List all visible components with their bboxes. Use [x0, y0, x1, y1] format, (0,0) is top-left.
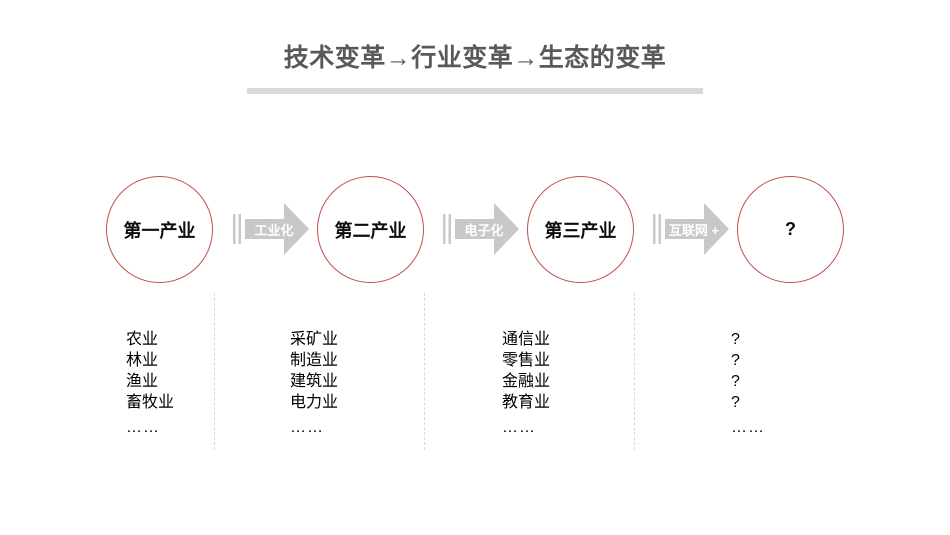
industry-list-primary: 农业 林业 渔业 畜牧业 …… — [126, 329, 174, 438]
industry-item-ellipsis: …… — [126, 419, 160, 436]
slide-title: 技术变革→行业变革→生态的变革 — [283, 44, 667, 72]
industry-item: ? — [731, 373, 740, 390]
column-divider — [214, 293, 215, 450]
industry-item: 制造业 — [290, 352, 339, 369]
block-arrow-icon — [653, 203, 729, 255]
stage-circle-unknown: ? — [737, 176, 844, 283]
industry-item: 电力业 — [290, 394, 339, 411]
stage-circle-primary-industry: 第一产业 — [106, 176, 213, 283]
industry-item: 通信业 — [502, 331, 551, 348]
industry-item: 零售业 — [502, 352, 551, 369]
stage-label: ? — [785, 219, 796, 239]
industry-item: 渔业 — [126, 373, 159, 390]
stage-circle-secondary-industry: 第二产业 — [317, 176, 424, 283]
industry-item-ellipsis: …… — [502, 419, 536, 436]
industry-item: 建筑业 — [290, 373, 339, 390]
industry-list-secondary: 采矿业 制造业 建筑业 电力业 …… — [290, 329, 338, 438]
title-underline-bar — [247, 88, 703, 94]
industry-item: 农业 — [126, 331, 159, 348]
industry-item: 金融业 — [502, 373, 551, 390]
transition-arrow-internet-plus: 互联网 + — [653, 201, 730, 257]
industry-item: 林业 — [126, 352, 159, 369]
transition-arrow-industrialization: 工业化 — [233, 201, 310, 257]
column-divider — [424, 293, 425, 450]
stage-circle-tertiary-industry: 第三产业 — [527, 176, 634, 283]
industry-item-ellipsis: …… — [290, 419, 324, 436]
transition-arrow-electronification: 电子化 — [443, 201, 520, 257]
industry-list-unknown: ? ? ? ? …… — [731, 329, 765, 438]
industry-item: 畜牧业 — [126, 394, 175, 411]
industry-list-tertiary: 通信业 零售业 金融业 教育业 …… — [502, 329, 550, 438]
industry-item-ellipsis: …… — [731, 419, 765, 436]
industry-item: 教育业 — [502, 394, 551, 411]
industry-item: ? — [731, 394, 740, 411]
stage-label: 第二产业 — [334, 220, 407, 241]
industry-item: 采矿业 — [290, 331, 339, 348]
stage-label: 第三产业 — [544, 220, 617, 241]
block-arrow-icon — [443, 203, 519, 255]
block-arrow-icon — [233, 203, 309, 255]
stage-label: 第一产业 — [123, 220, 196, 241]
column-divider — [634, 293, 635, 450]
industry-item: ? — [731, 331, 740, 348]
industry-item: ? — [731, 352, 740, 369]
